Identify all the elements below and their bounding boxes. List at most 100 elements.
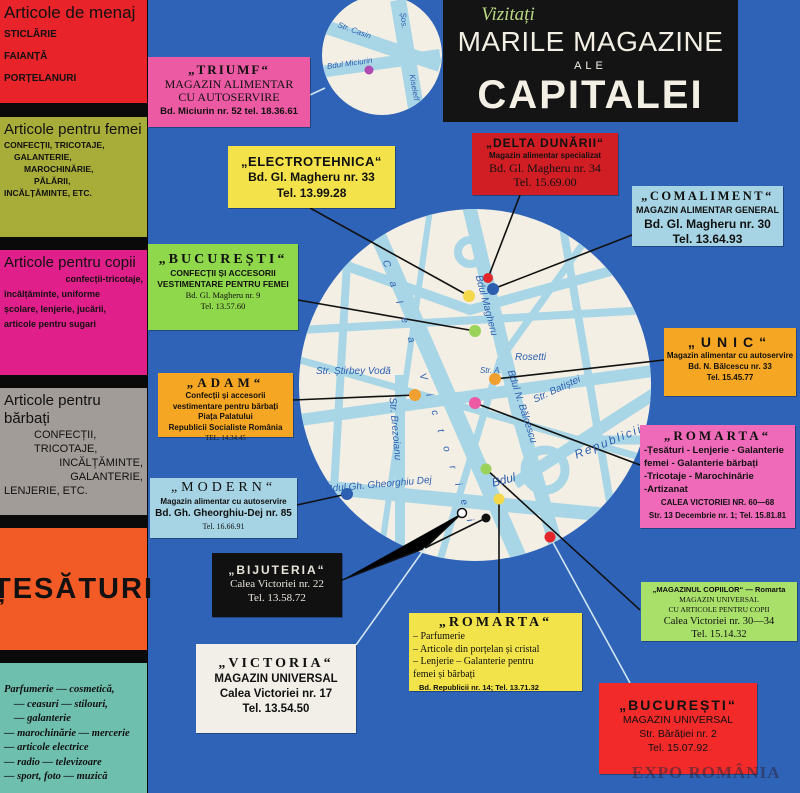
store-detail: Tel. 15.45.77: [706, 373, 754, 382]
store-name: „BUCUREȘTI“: [158, 252, 288, 267]
store-name: „VICTORIA“: [218, 656, 334, 671]
store-detail: Tel. 13.99.28: [276, 186, 347, 200]
store-detail: Bd. Gl. Magheru nr. 33: [248, 170, 375, 184]
store-detail: Bd. Gl. Magheru nr. 30: [644, 217, 771, 231]
store-detail: -Tricotaje - Marochinărie: [644, 471, 754, 482]
marker-unic: [489, 373, 501, 385]
marker-comaliment: [487, 283, 499, 295]
category-panel: Parfumerie — cosmetică,— ceasuri — stilo…: [0, 663, 147, 793]
title-line3: CAPITALEI: [477, 73, 704, 117]
category-item: FAIANȚĂ: [4, 51, 48, 62]
store-detail: – Parfumerie: [413, 631, 465, 642]
category-item: GALANTERIE,: [70, 471, 143, 483]
poster-title: Vizitați MARILE MAGAZINE ALE CAPITALEI: [443, 0, 738, 122]
store-detail: MAGAZIN ALIMENTAR: [164, 77, 294, 91]
category-item: școlare, lenjerie, jucării,: [4, 304, 107, 314]
category-item: articole pentru sugari: [4, 319, 97, 329]
category-item: — galanterie: [14, 713, 71, 724]
store-name: „DELTA DUNĂRII“: [485, 136, 605, 150]
store-detail: CONFECȚII ȘI ACCESORII: [170, 268, 276, 278]
store-detail: -Artizanat: [644, 484, 688, 495]
category-item: TRICOTAJE,: [34, 443, 98, 455]
category-item: CONFECȚII,: [34, 429, 97, 441]
marker-bucuresti-universal: [544, 531, 556, 543]
store-detail: MAGAZIN UNIVERSAL: [214, 673, 338, 685]
store-detail: CU AUTOSERVIRE: [178, 90, 280, 104]
store-detail: Tel. 15.69.00: [513, 175, 577, 189]
store-name: „UNIC“: [687, 334, 773, 350]
store-detail: Str. 13 Decembrie nr. 1; Tel. 15.81.81: [648, 511, 787, 520]
store-label: „VICTORIA“ MAGAZIN UNIVERSAL Calea Victori…: [196, 644, 356, 733]
store-detail: Tel. 13.54.50: [242, 703, 310, 715]
category-item: INCĂLȚĂMINTE,: [59, 457, 143, 469]
store-detail: femei și bărbați: [413, 668, 476, 680]
marker-victoria: [456, 507, 468, 519]
store-name: „BIJUTERIA“: [228, 563, 326, 577]
store-detail: Bd. Republicii nr. 14; Tel. 13.71.32: [419, 683, 539, 692]
store-detail: Calea Victoriei nr. 17: [219, 688, 333, 700]
category-item: confecții-tricotaje,: [65, 274, 143, 284]
store-name: „COMALIMENT“: [641, 189, 774, 203]
inset-streets: [322, 0, 442, 115]
store-name: „ELECTROTEHNICA“: [241, 154, 382, 169]
store-detail: Calea Victoriei nr. 22: [230, 578, 324, 590]
marker-bucuresti-confectii: [469, 325, 481, 337]
watermark: EXPO ROMÂNIA: [632, 763, 781, 782]
store-name: „ROMARTA“: [438, 615, 553, 630]
title-line2: ALE: [574, 60, 607, 72]
store-detail: Magazin alimentar cu autoservire: [666, 351, 794, 360]
store-detail: MAGAZIN UNIVERSAL: [679, 595, 759, 604]
store-detail: – Articole din porțelan și cristal: [413, 643, 540, 655]
store-detail: Magazin alimentar cu autoservire: [160, 497, 287, 506]
category-item: LENJERIE, ETC.: [4, 485, 88, 497]
street-label: Rosetti: [515, 352, 547, 363]
store-detail: Bd. Gh. Gheorghiu-Dej nr. 85: [155, 508, 292, 519]
marker-adam: [409, 389, 421, 401]
marker-triumf: [364, 65, 374, 75]
store-detail: Bd. Gl. Magheru nr. 34: [489, 161, 601, 175]
store-detail: Piața Palatului: [198, 412, 253, 421]
store-name: „TRIUMF“: [188, 62, 270, 77]
category-item: STICLĂRIE: [4, 29, 57, 40]
store-detail: – Lenjerie – Galanterie pentru: [413, 656, 534, 667]
category-title: Articole de menaj: [4, 3, 136, 22]
category-item: — sport, foto — muzică: [4, 771, 108, 782]
store-detail: CU ARTICOLE PENTRU COPII: [668, 605, 770, 614]
store-detail: femei - Galanterie bărbați: [644, 458, 759, 469]
store-detail: Calea Victoriei nr. 30—34: [663, 616, 775, 627]
category-item: GALANTERIE,: [14, 152, 72, 162]
title-visit: Vizitați: [481, 4, 535, 25]
street-network: [299, 209, 651, 561]
store-detail: Str. Bărăției nr. 2: [639, 728, 717, 740]
store-label: „DELTA DUNĂRII“Magazin alimentar special…: [472, 133, 618, 195]
store-label: „BIJUTERIA“Calea Victoriei nr. 22 Tel. 13…: [212, 553, 342, 617]
street-label: Str. A.: [480, 366, 502, 375]
store-detail: „MAGAZINUL COPIILOR“ — Romarta: [652, 585, 786, 594]
store-label: „MODERN“Magazin alimentar cu autoservire…: [150, 478, 297, 538]
store-detail: Bd. N. Bălcescu nr. 33: [688, 362, 772, 371]
store-detail: Tel. 13.57.60: [200, 301, 246, 311]
store-label: „ROMARTA“– Parfumerie– Articole din porț…: [409, 613, 582, 692]
store-name: „BUCUREȘTI“: [619, 697, 737, 713]
category-item: CONFECȚII, TRICOTAJE,: [4, 140, 105, 150]
store-detail: Bd. Miciurin nr. 52 tel. 18.36.61: [160, 106, 298, 117]
store-detail: -Țesături - Lenjerie - Galanterie: [644, 445, 784, 456]
category-item: încălțăminte, uniforme: [4, 289, 101, 299]
marker-modern: [341, 488, 353, 500]
category-item: PORȚELANURI: [4, 73, 77, 84]
store-detail: vestimentare pentru bărbați: [172, 401, 279, 411]
category-item: — articole electrice: [4, 742, 89, 753]
category-panel: ȚESĂTURI: [0, 528, 152, 650]
store-detail: MAGAZIN ALIMENTAR GENERAL: [636, 205, 779, 215]
store-detail: Tel. 13.58.72: [248, 592, 306, 604]
store-detail: Confecții și accesorii: [185, 391, 266, 400]
marker-bijuteria: [481, 513, 491, 523]
store-detail: CALEA VICTORIEI NR. 60—68: [660, 498, 775, 507]
store-label: „ELECTROTEHNICA“Bd. Gl. Magheru nr. 33 Te…: [228, 146, 395, 208]
